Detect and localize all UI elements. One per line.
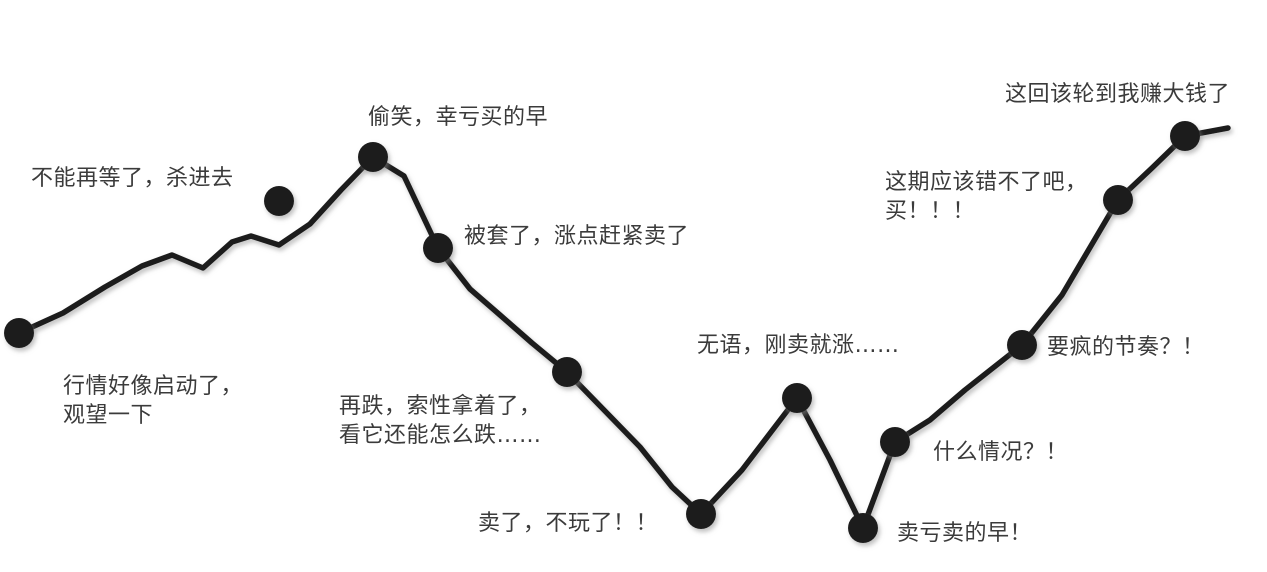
data-point-confusion bbox=[880, 427, 910, 457]
annotation-just-hold-it: 再跌，索性拿着了， 看它还能怎么跌…… bbox=[339, 394, 542, 448]
annotation-speechless-rose: 无语，刚卖就涨…… bbox=[697, 333, 900, 358]
annotation-sold-quit: 卖了，不玩了！！ bbox=[478, 511, 659, 536]
annotation-cannot-wait: 不能再等了，杀进去 bbox=[31, 166, 234, 191]
annotation-going-crazy: 要疯的节奏？！ bbox=[1047, 335, 1205, 360]
annotation-watch-and-wait: 行情好像启动了， 观望一下 bbox=[63, 374, 244, 428]
data-point-hold-on bbox=[552, 357, 582, 387]
data-point-trapped bbox=[423, 233, 453, 263]
annotation-what-is-happening: 什么情况？！ bbox=[933, 440, 1069, 465]
annotation-smug-bought-early: 偷笑，幸亏买的早 bbox=[368, 105, 549, 130]
data-point-start bbox=[4, 318, 34, 348]
data-point-markers bbox=[4, 121, 1200, 543]
annotation-trapped-sell-on-bounce: 被套了，涨点赶紧卖了 bbox=[464, 224, 690, 249]
data-point-capitulation bbox=[686, 499, 716, 529]
data-point-recovery bbox=[1007, 330, 1037, 360]
data-point-peak bbox=[358, 142, 388, 172]
data-point-second-bottom bbox=[848, 513, 878, 543]
annotation-sold-too-early: 卖亏卖的早！ bbox=[897, 521, 1033, 546]
data-point-rebound bbox=[782, 383, 812, 413]
data-point-new-high bbox=[1170, 121, 1200, 151]
annotation-my-turn-big-money: 这回该轮到我赚大钱了 bbox=[1005, 82, 1231, 107]
data-point-rebuy bbox=[1103, 185, 1133, 215]
annotation-cannot-be-wrong-buy: 这期应该错不了吧， 买！！！ bbox=[885, 170, 1088, 224]
data-point-buy-in bbox=[264, 186, 294, 216]
